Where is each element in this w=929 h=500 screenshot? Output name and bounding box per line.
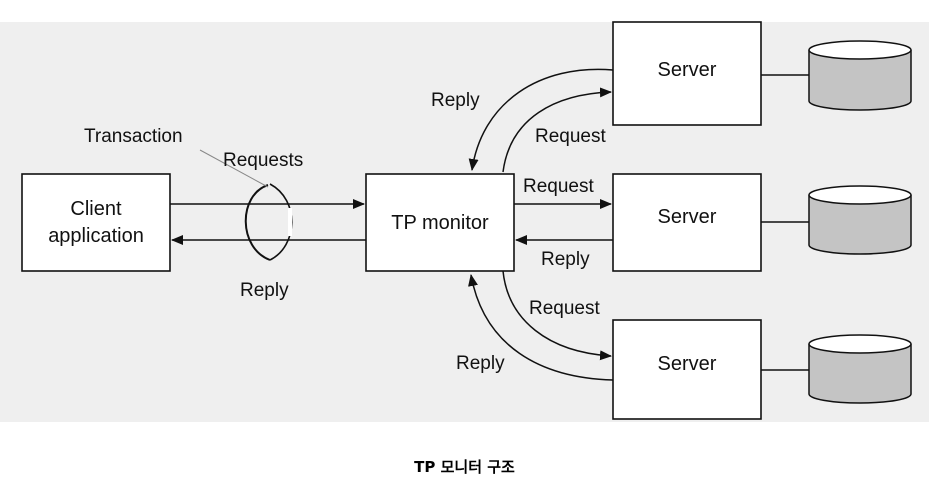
server-box-middle: Server [612,173,762,272]
database-icon [808,334,912,404]
tp-monitor-diagram: Client application TP monitor Server Ser… [0,21,929,422]
request-curve-top [502,87,612,173]
client-application-box: Client application [21,173,171,272]
database-icon [808,185,912,255]
reply-label-middle: Reply [541,249,590,270]
reply-curve-top [468,68,614,171]
client-label-line1: Client [70,198,122,220]
request-curve-bottom [502,270,612,361]
figure-caption: TP 모니터 구조 [414,458,515,476]
transaction-leader-line [199,149,269,188]
tp-monitor-label: TP monitor [391,212,489,234]
reply-label-top: Reply [431,90,480,111]
request-label-bottom: Request [529,298,600,319]
client-label-line2: application [48,225,144,247]
database-icon [808,40,912,111]
reply-label-bottom: Reply [456,353,505,374]
server-box-bottom: Server [612,319,762,420]
transaction-label: Transaction [84,126,183,147]
server-label: Server [658,206,717,228]
server-label: Server [658,59,717,81]
requests-label: Requests [223,150,303,171]
server-box-top: Server [612,21,762,126]
transaction-loop [199,149,293,261]
reply-label-client: Reply [240,280,289,301]
server-label: Server [658,353,717,375]
request-label-top: Request [535,126,606,147]
request-label-middle: Request [523,176,594,197]
tp-monitor-box: TP monitor [365,173,515,272]
reply-curve-bottom [468,274,614,381]
